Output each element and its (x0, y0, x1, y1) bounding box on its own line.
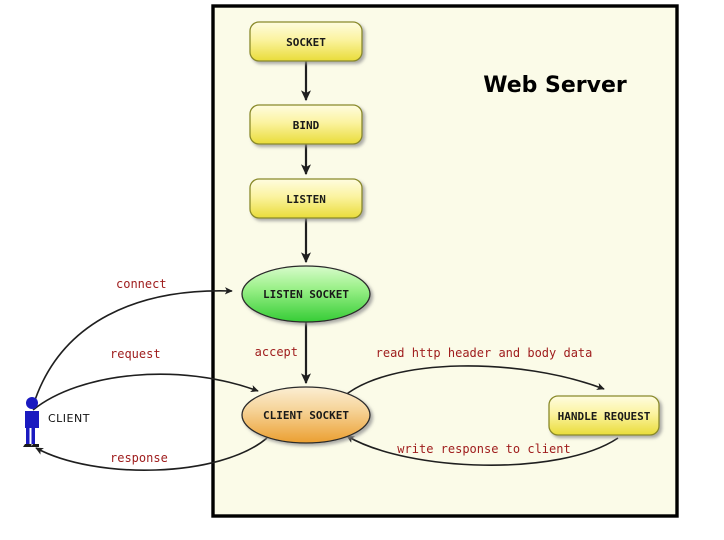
node-handle-request-label: HANDLE REQUEST (558, 410, 651, 423)
node-handle-request[interactable] (548, 395, 660, 436)
edge-label-request: request (110, 347, 161, 361)
node-client-socket[interactable] (241, 386, 371, 444)
client-actor-label: CLIENT (48, 412, 90, 425)
node-listen[interactable] (249, 178, 363, 219)
node-bind-label: BIND (293, 119, 320, 132)
edge-label-accept: accept (255, 345, 298, 359)
node-listen-label: LISTEN (286, 193, 326, 206)
edge-response-path (35, 437, 268, 471)
edge-request: request (32, 347, 259, 411)
node-handle-request-shape[interactable] (548, 395, 660, 436)
edge-accept: accept (255, 322, 312, 385)
node-listen-socket-shape[interactable] (241, 265, 371, 323)
client-actor-head (26, 397, 38, 409)
node-listen-socket-label: LISTEN SOCKET (263, 288, 349, 301)
client-actor-foot-left (23, 444, 32, 447)
client-actor[interactable]: CLIENT (23, 397, 90, 447)
edge-label-connect: connect (116, 277, 167, 291)
edge-read-http: read http header and body data (342, 346, 605, 398)
node-socket-label: SOCKET (286, 36, 326, 49)
node-listen-socket[interactable] (241, 265, 371, 323)
node-client-socket-label: CLIENT SOCKET (263, 409, 349, 422)
edge-label-write-response: write response to client (397, 442, 570, 456)
edge-label-read-http: read http header and body data (376, 346, 593, 360)
client-actor-foot-right (31, 444, 39, 447)
edge-read-http-path (342, 365, 605, 398)
node-bind[interactable] (249, 104, 363, 145)
edge-write-response-path (346, 435, 619, 466)
edge-write-response: write response to client (346, 435, 619, 466)
node-listen-shape[interactable] (249, 178, 363, 219)
node-socket[interactable] (249, 21, 363, 62)
client-actor-body (25, 411, 39, 444)
node-bind-shape[interactable] (249, 104, 363, 145)
node-client-socket-shape[interactable] (241, 386, 371, 444)
page-title: Web Server (483, 73, 627, 98)
node-socket-shape[interactable] (249, 21, 363, 62)
edge-connect: connect (32, 277, 233, 407)
edge-connect-path (32, 287, 233, 407)
edge-label-response: response (110, 451, 168, 465)
edge-response: response (35, 437, 268, 471)
edge-request-path (32, 373, 259, 411)
